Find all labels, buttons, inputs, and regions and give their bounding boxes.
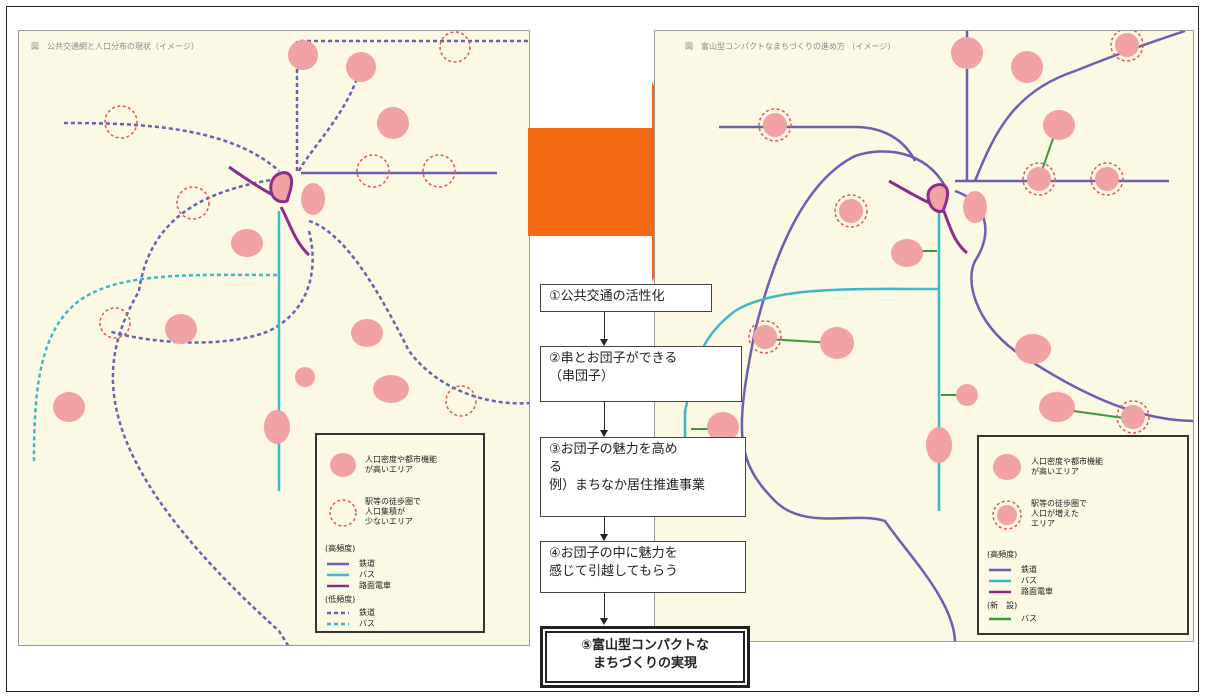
current-network-drawing <box>32 31 529 645</box>
railway-lines <box>719 31 1193 641</box>
left-legend-symbols <box>327 453 357 626</box>
legend-grown-fill <box>997 505 1017 525</box>
legend-bus-label: バス <box>359 570 375 579</box>
left-legend: 人口密度や都市機能 が高いエリア 駅等の徒歩圏で 人口集積が 少ないエリア (高… <box>315 433 485 633</box>
grown-area-markers <box>748 31 1150 434</box>
tram-line <box>888 179 969 255</box>
flow-arrow-2 <box>600 430 608 437</box>
legend-sparse-swatch <box>329 499 357 527</box>
legend-grown-label: 駅等の徒歩圏で 人口が増えた エリア <box>1031 499 1087 528</box>
step-4-move-in: ④お団子の中に魅力を 感じて引越してもらう <box>540 541 746 593</box>
new-bus-feeders <box>691 126 1132 430</box>
right-legend-symbols <box>989 454 1022 621</box>
right-legend: 人口密度や都市機能 が高いエリア 駅等の徒歩圏で 人口が増えた エリア (高頻度… <box>977 435 1189 635</box>
legend-high-frequency-heading: (高頻度) <box>325 544 356 553</box>
outer-frame <box>6 6 1199 692</box>
legend-railway-label: 鉄道 <box>359 559 375 568</box>
step-5-compact-city-realized: ⑤富山型コンパクトな まちづくりの実現 <box>540 626 750 688</box>
planned-network-drawing <box>683 31 1193 641</box>
legend-low-bus-label: バス <box>359 619 375 628</box>
legend-dense-label: 人口密度や都市機能 が高いエリア <box>1031 457 1103 476</box>
legend-tram-label: 路面電車 <box>359 581 391 590</box>
flow-connector-2 <box>604 402 605 436</box>
legend-grown-ring <box>992 500 1022 530</box>
step-3-enhance-dumplings: ③お団子の魅力を高め る 例）まちなか居住推進事業 <box>540 437 746 517</box>
dense-area-dots <box>53 40 409 444</box>
legend-bus-label: バス <box>1021 576 1037 585</box>
flow-connector-4 <box>604 592 605 622</box>
legend-new-heading: (新 設) <box>987 601 1018 610</box>
legend-sparse-label: 駅等の徒歩圏で 人口集積が 少ないエリア <box>365 497 421 526</box>
left-map-title: 図 公共交通網と人口分布の現状（イメージ） <box>31 42 199 51</box>
flow-arrow-4 <box>600 618 608 625</box>
legend-tram-label: 路面電車 <box>1021 587 1053 596</box>
flow-arrow-3 <box>600 534 608 541</box>
legend-high-frequency-heading: (高頻度) <box>987 550 1018 559</box>
legend-dense-swatch <box>330 453 356 477</box>
flow-connector-1 <box>604 311 605 345</box>
compact-city-plan-map: 図 富山型コンパクトなまちづくりの進め方 （イメージ） 人口密度や都市機能 が高… <box>654 30 1194 642</box>
dense-area-dots <box>707 37 1075 463</box>
tram-line <box>228 165 311 257</box>
current-situation-map: 図 公共交通網と人口分布の現状（イメージ） 人口密度や都市機能 が高いエリア 駅… <box>18 30 530 646</box>
legend-dense-swatch <box>993 454 1021 480</box>
low-frequency-railway-lines <box>63 39 529 645</box>
step-1-activate-transit: ①公共交通の活性化 <box>540 284 712 312</box>
step-2-skewer-dumplings: ②串とお団子ができる （串団子） <box>540 346 742 402</box>
legend-railway-label: 鉄道 <box>1021 565 1037 574</box>
legend-dense-label: 人口密度や都市機能 が高いエリア <box>365 455 437 474</box>
legend-low-railway-label: 鉄道 <box>359 608 375 617</box>
flow-arrow-1 <box>600 339 608 346</box>
low-frequency-bus-lines <box>32 273 278 462</box>
right-map-title: 図 富山型コンパクトなまちづくりの進め方 （イメージ） <box>685 42 896 51</box>
legend-low-frequency-heading: (低頻度) <box>325 595 356 604</box>
sparse-area-rings <box>99 31 477 417</box>
flow-connector-3 <box>604 516 605 540</box>
legend-new-bus-label: バス <box>1021 614 1037 623</box>
